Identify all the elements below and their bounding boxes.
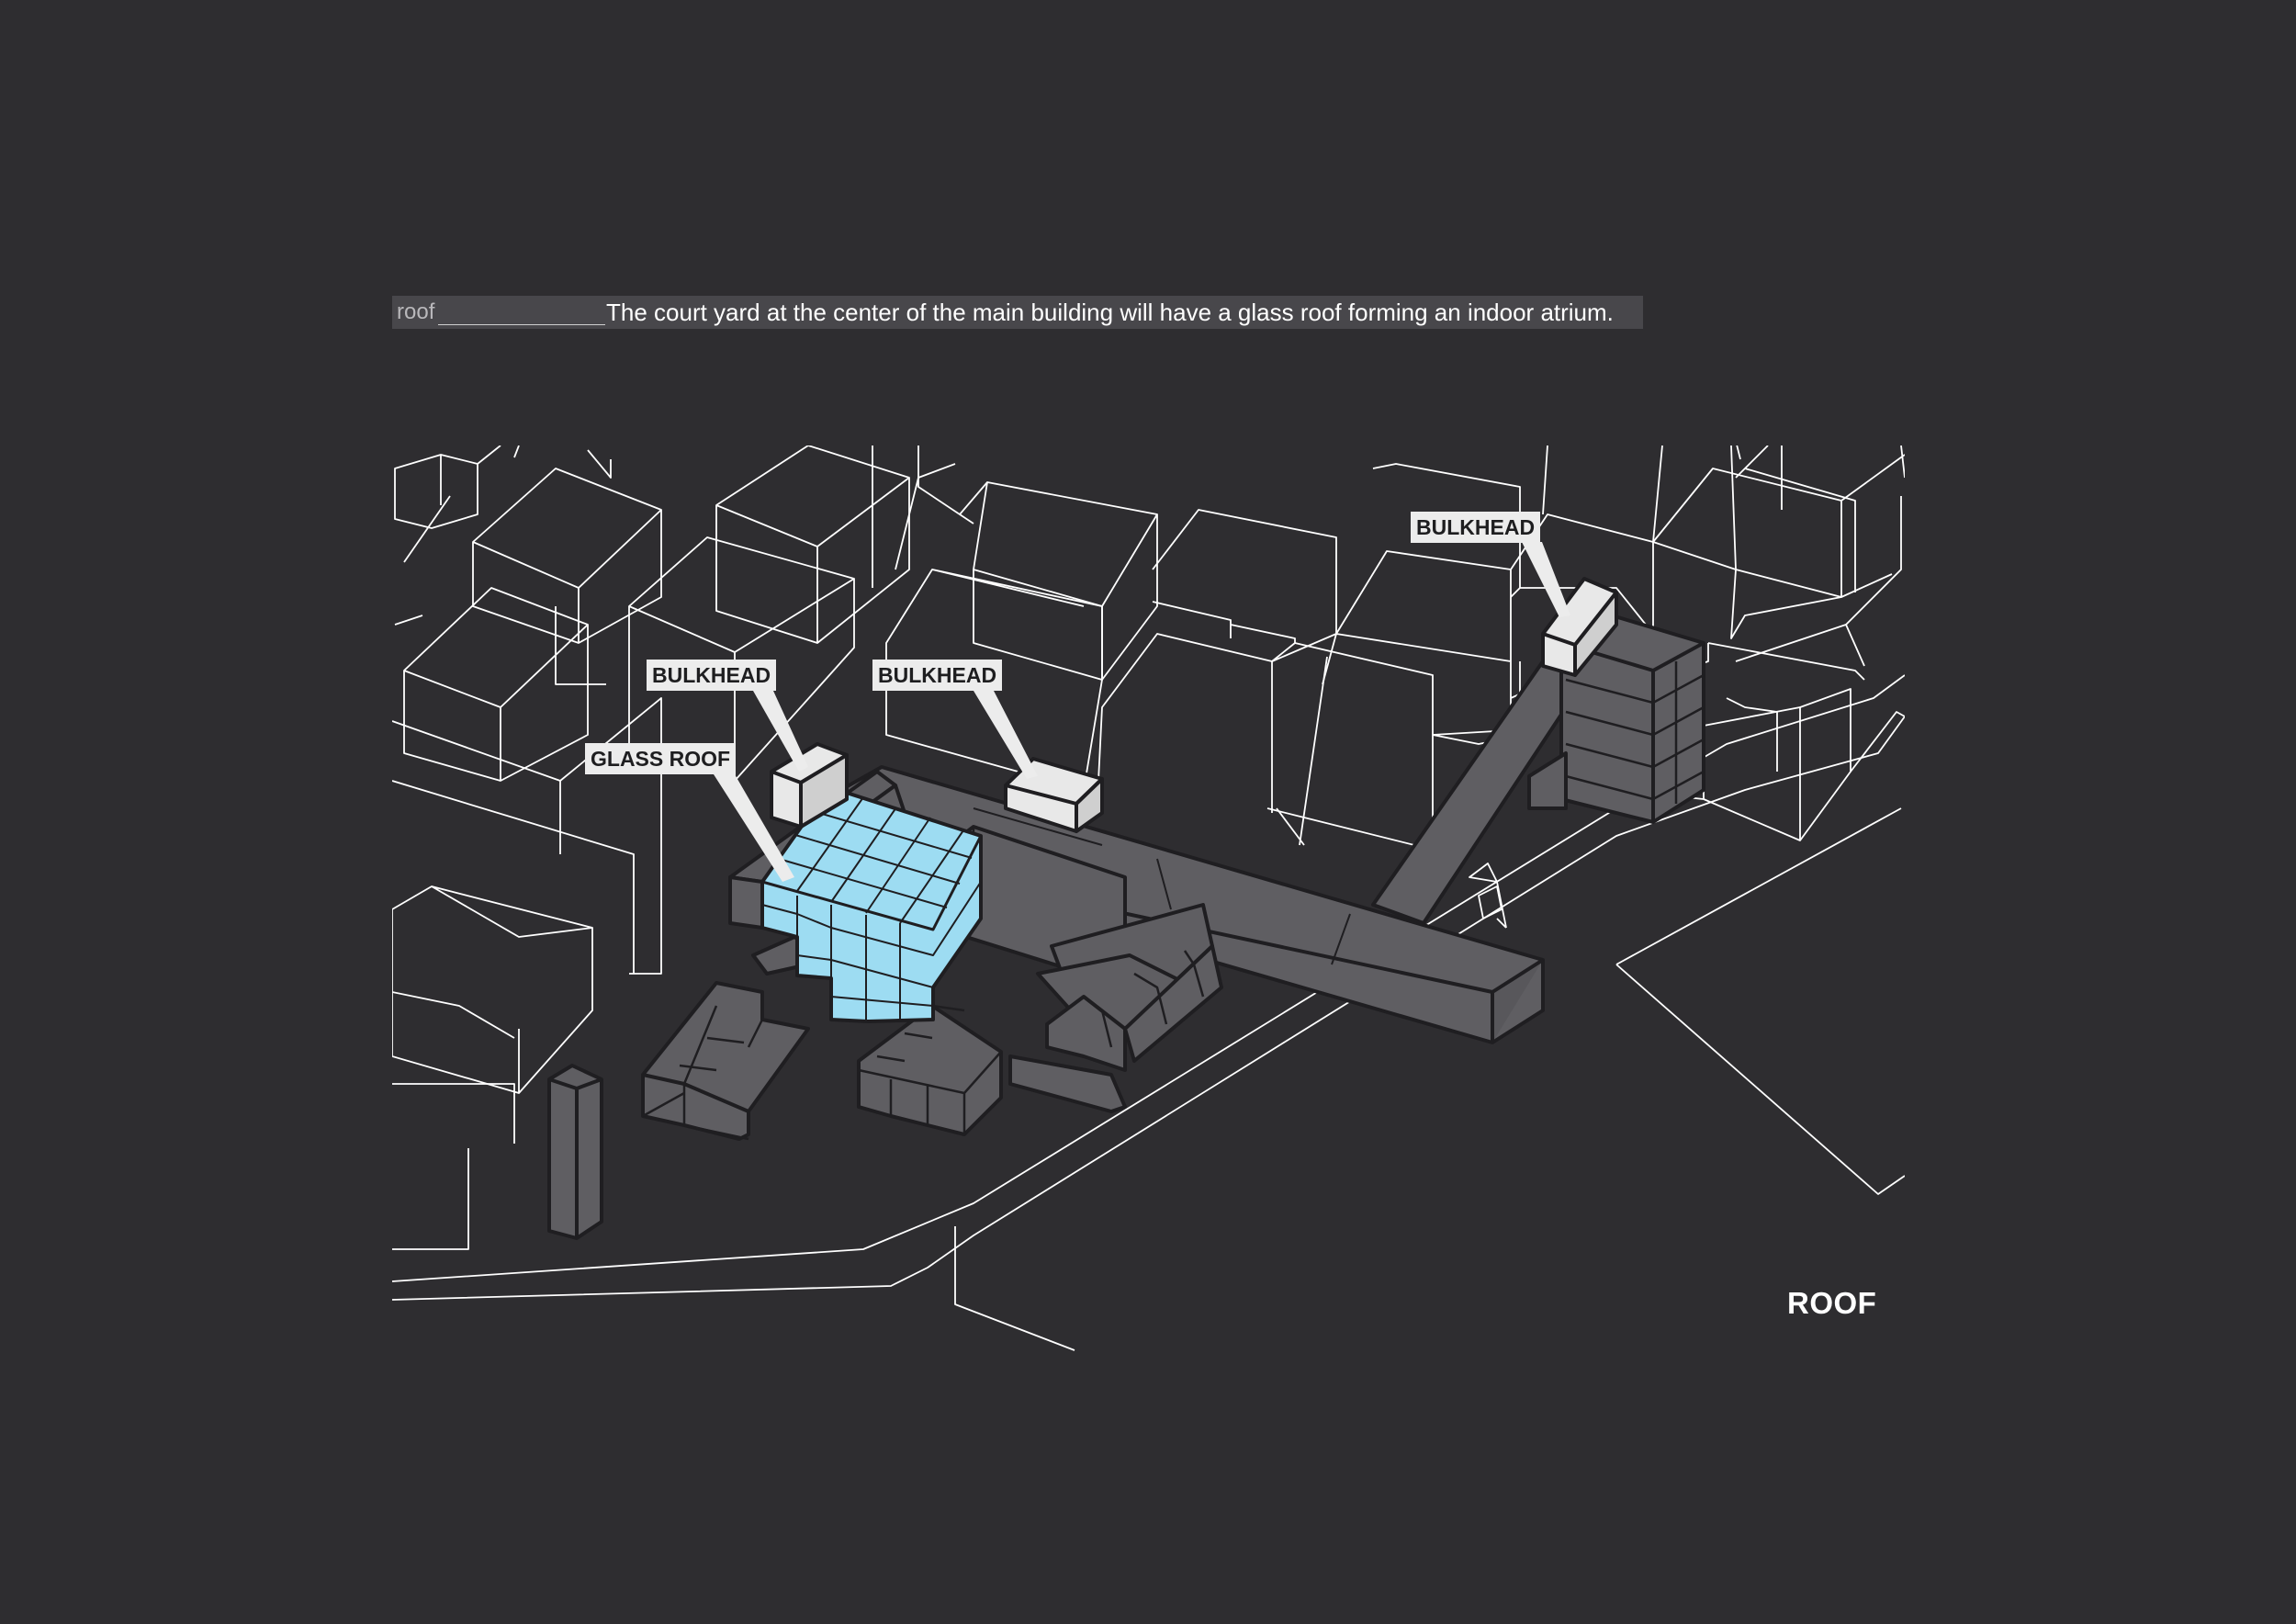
caption-leader-line bbox=[438, 324, 605, 325]
bulkhead-left-box bbox=[770, 742, 849, 829]
glass-roof bbox=[760, 785, 983, 1023]
label-glass-roof: GLASS ROOF bbox=[585, 743, 737, 774]
label-leaders bbox=[714, 542, 1570, 882]
main-building bbox=[547, 614, 1705, 1240]
leader-bulkhead-middle bbox=[974, 691, 1038, 779]
leader-bulkhead-left bbox=[753, 691, 808, 772]
bulkhead-right-box bbox=[1541, 577, 1618, 677]
label-bulkhead-left: BULKHEAD bbox=[647, 660, 777, 691]
leader-glass-roof bbox=[714, 774, 794, 882]
caption-text: The court yard at the center of the main… bbox=[606, 299, 1614, 326]
caption-key: roof bbox=[397, 299, 435, 324]
south-west-block bbox=[641, 981, 810, 1141]
label-bulkhead-middle: BULKHEAD bbox=[872, 660, 1003, 691]
caption-bar bbox=[392, 296, 1643, 329]
label-bulkhead-right: BULKHEAD bbox=[1411, 512, 1541, 543]
view-title: ROOF bbox=[1787, 1286, 1877, 1320]
leader-bulkhead-right bbox=[1522, 542, 1570, 617]
